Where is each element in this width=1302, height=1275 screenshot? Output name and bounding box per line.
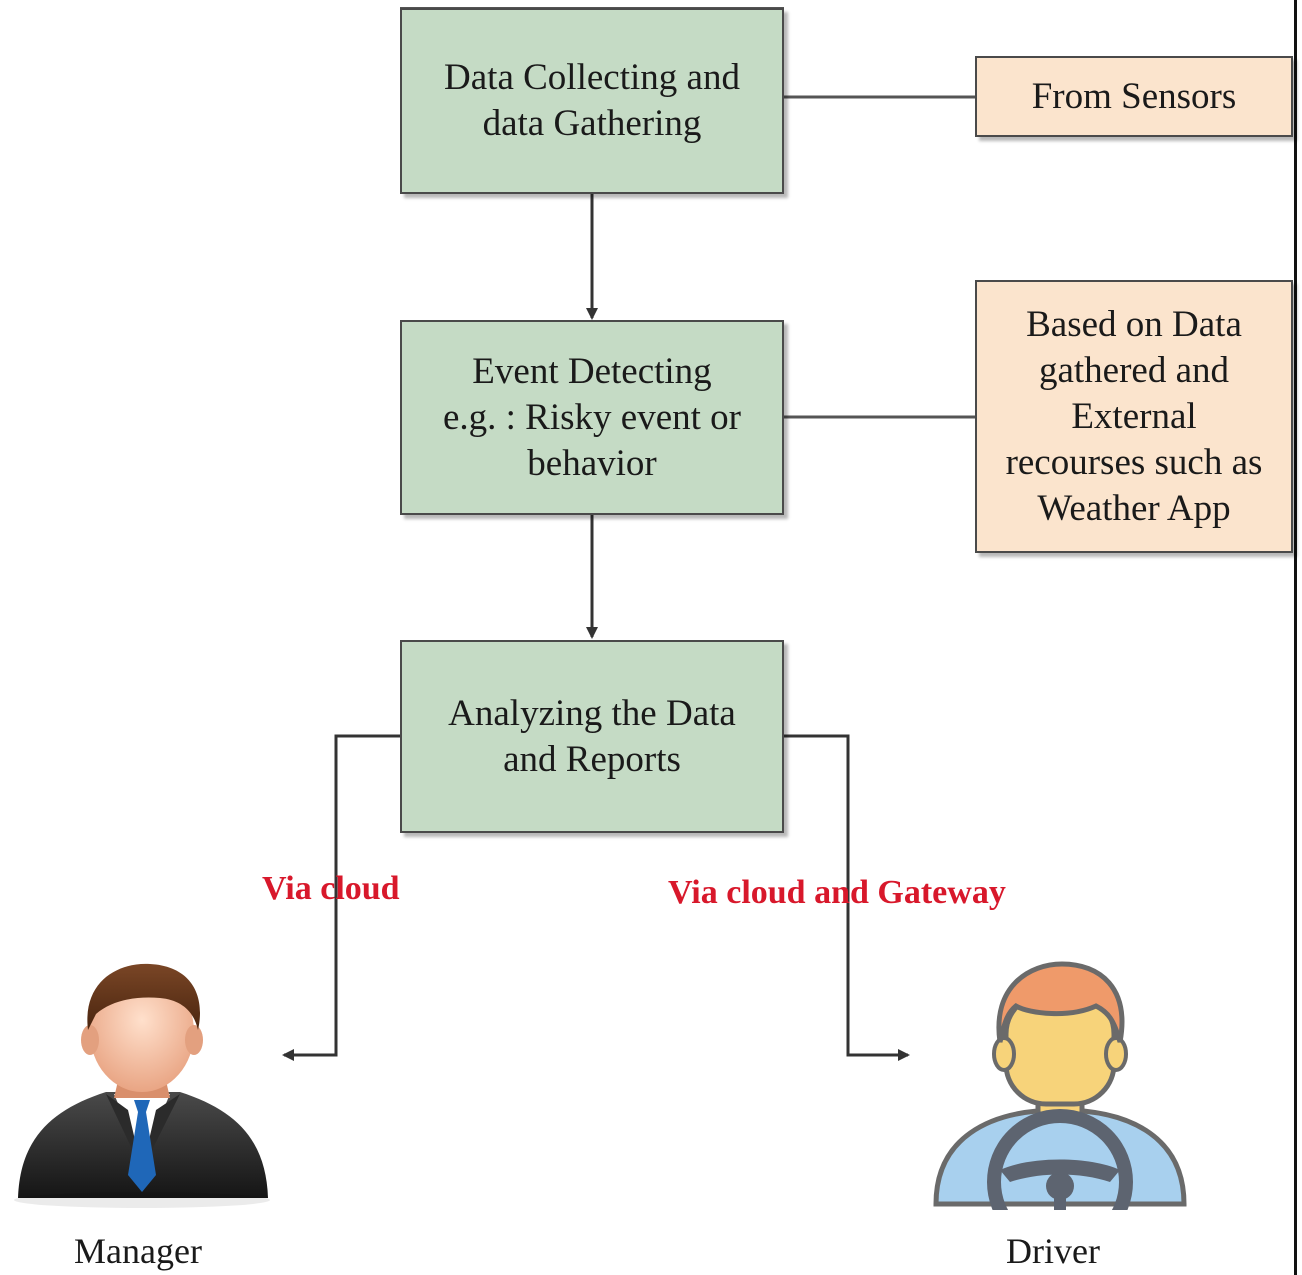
note-sensors-box: From Sensors: [975, 56, 1293, 137]
step-analyze-text: Analyzing the Data and Reports: [448, 692, 736, 780]
arrow-to-manager: [282, 734, 400, 1061]
arrow-to-driver: [784, 734, 910, 1061]
right-border-line: [1294, 0, 1297, 1275]
step-collect-box: Data Collecting and data Gathering: [400, 8, 784, 194]
step-collect-text: Data Collecting and data Gathering: [444, 57, 740, 144]
note-sensors-text: From Sensors: [1031, 75, 1237, 117]
step-detect-box: Event Detecting e.g. : Risky event or be…: [400, 320, 784, 515]
channel-driver-label: Via cloud and Gateway: [668, 874, 1006, 911]
manager-label: Manager: [74, 1231, 202, 1271]
note-external-text: Based on Data gathered and External reco…: [1005, 303, 1263, 529]
driver-label: Driver: [1006, 1231, 1100, 1271]
driver-icon: [933, 961, 1187, 1210]
step-detect-text: Event Detecting e.g. : Risky event or be…: [442, 350, 741, 484]
manager-icon: [14, 963, 270, 1208]
channel-manager-label: Via cloud: [262, 870, 400, 907]
step-analyze-box: Analyzing the Data and Reports: [400, 640, 784, 833]
note-external-box: Based on Data gathered and External reco…: [975, 280, 1293, 553]
